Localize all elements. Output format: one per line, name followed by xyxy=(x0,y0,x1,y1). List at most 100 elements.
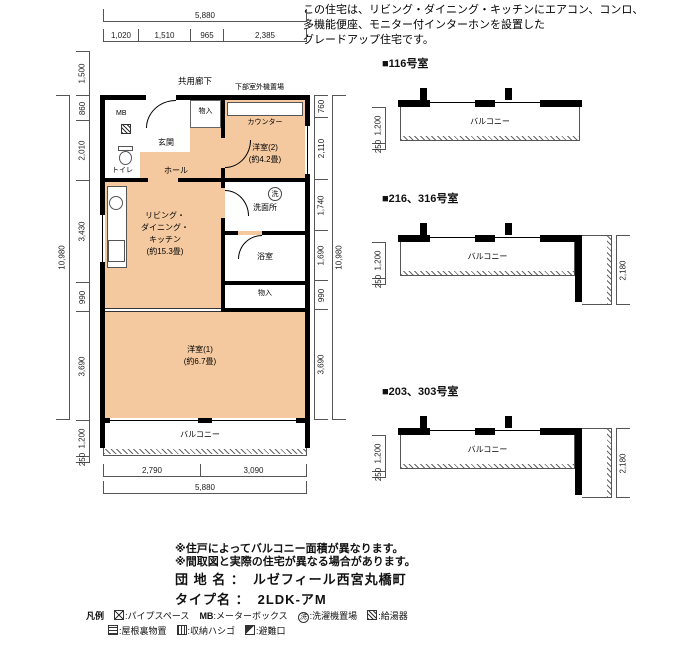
bath-label: 浴室 xyxy=(257,252,273,261)
dim-label: 990 xyxy=(78,290,88,304)
unit-exterior-wall xyxy=(398,100,582,107)
legend-item-storage-ladder: :収納ハシゴ xyxy=(176,624,236,637)
balcony-sliding-door xyxy=(110,418,198,423)
legend-item-water-heater: :給湯器 xyxy=(367,609,408,622)
dim-segment: 2,790 xyxy=(103,464,200,477)
dim-segment: 2,110 xyxy=(314,117,328,179)
legend-label: :収納ハシゴ xyxy=(187,626,236,636)
unit-corner-wall xyxy=(575,428,582,495)
dim-segment: 1,020 xyxy=(103,29,138,42)
mb-label: MB xyxy=(116,110,127,117)
dim-segment: 1,200 xyxy=(372,242,386,278)
legend-item-escape-hatch: :避難口 xyxy=(245,624,286,637)
storage-mid-area xyxy=(225,285,305,308)
sliding-partition xyxy=(105,308,221,312)
header-note-line: この住宅は、リビング・ダイニング・キッチンにエアコン、コンロ、 xyxy=(303,4,644,16)
legend-title: 凡例 xyxy=(86,611,105,622)
wall-segment xyxy=(100,262,105,423)
unit-balcony-label: バルコニー xyxy=(467,252,508,261)
dim-segment: 2,180 xyxy=(616,235,630,305)
dim-label: 3,690 xyxy=(78,355,87,377)
wall-segment xyxy=(100,418,110,423)
unit-dim-chain: 1,200 250 xyxy=(372,435,386,481)
unit-dim-chain: 1,200 250 xyxy=(372,107,386,153)
window xyxy=(430,100,475,107)
unit-diagram-203-303: ■203、303号室 バルコニー 1,200 250 2,180 xyxy=(370,383,665,513)
toilet-label: トイレ xyxy=(112,167,133,174)
balcony-railing-hatch xyxy=(104,449,306,454)
unit-balcony-label: バルコニー xyxy=(470,117,510,126)
escape-hatch-icon xyxy=(245,625,256,635)
wall-segment xyxy=(305,174,310,423)
wall-segment xyxy=(105,178,148,182)
storage-top-label: 物入 xyxy=(198,108,213,115)
dim-chain-bottom-total: 5,880 xyxy=(103,481,307,494)
stove-icon xyxy=(108,240,125,262)
header-note-line: 多機能便座、モニター付インターホンを設置した xyxy=(303,19,545,31)
dim-label: 1,200 xyxy=(78,428,87,449)
dim-label: 2,385 xyxy=(254,31,276,40)
dim-segment: 250 xyxy=(372,468,386,481)
bedroom1-name: 洋室(1) xyxy=(187,345,213,354)
window xyxy=(430,235,475,242)
dim-segment: 1,200 xyxy=(76,420,90,456)
party-wall-stub xyxy=(420,223,427,235)
dim-segment: 5,880 xyxy=(103,481,307,494)
wall-segment xyxy=(221,168,225,188)
dim-label: 1,200 xyxy=(374,250,383,271)
window xyxy=(495,100,540,107)
unit-railing-hatch xyxy=(607,236,611,304)
wall-segment xyxy=(225,308,310,312)
wall-segment xyxy=(198,418,212,423)
ldk-line: リビング・ xyxy=(145,211,185,220)
unit-dim-chain-side: 2,180 xyxy=(616,235,630,305)
dim-segment: 1,200 xyxy=(372,107,386,143)
unit-railing-hatch xyxy=(607,429,611,497)
attic-storage-icon xyxy=(108,625,118,635)
wall-segment xyxy=(221,100,225,138)
dim-label: 1,690 xyxy=(317,245,326,266)
dim-chain-top-segments: 1,020 1,510 965 2,385 xyxy=(103,29,307,42)
dim-label: 250 xyxy=(374,274,384,289)
bedroom1-label: 洋室(1) (約6.7畳) xyxy=(148,344,252,368)
wall-segment xyxy=(225,231,238,235)
window xyxy=(305,126,310,174)
header-note-line: グレードアップ住宅です。 xyxy=(303,34,434,46)
wall-segment xyxy=(305,95,310,126)
legend-item-attic-storage: :屋根裏物置 xyxy=(108,624,167,637)
dim-segment: 1,740 xyxy=(314,179,328,230)
type-name: 2LDK-アM xyxy=(257,592,327,607)
dim-segment: 10,980 xyxy=(56,95,70,420)
balcony-side-wall xyxy=(100,423,105,448)
hall-label: ホール xyxy=(164,166,188,175)
toilet-bowl-icon xyxy=(119,151,132,165)
dim-chain-right-segments: 760 2,110 1,740 1,690 990 3,690 xyxy=(314,95,328,420)
unit-railing-hatch xyxy=(401,464,574,468)
washer-legend-icon: 洗 xyxy=(297,611,309,623)
unit-balcony-label: バルコニー xyxy=(467,445,508,454)
dim-label: 3,690 xyxy=(317,354,326,375)
ldk-line: キッチン xyxy=(149,235,181,244)
balcony-sliding-door xyxy=(212,418,296,423)
outdoor-unit-note: 下部室外機置場 xyxy=(235,84,284,91)
washer-label: 洗 xyxy=(271,191,279,198)
dim-segment: 250 xyxy=(372,140,386,153)
window xyxy=(100,215,105,262)
ldk-area: (約15.3畳) xyxy=(146,247,184,256)
dim-label: 1,500 xyxy=(78,63,87,84)
dim-label: 2,180 xyxy=(619,452,628,474)
legend-label: :メーターボックス xyxy=(213,611,288,622)
dim-label: 250 xyxy=(78,452,88,467)
unit-title: ■203、303号室 xyxy=(382,386,459,398)
unit-balcony-outline xyxy=(400,107,580,141)
window xyxy=(495,428,540,435)
unit-railing-hatch xyxy=(401,136,579,140)
dim-segment: 1,690 xyxy=(314,230,328,280)
type-name-row: タイプ名 ：2LDK-アM xyxy=(175,589,327,608)
unit-balcony-extension xyxy=(582,428,612,498)
window xyxy=(495,235,540,242)
dim-label: 990 xyxy=(317,288,327,302)
dim-chain-left-outer: 10,980 xyxy=(56,95,70,420)
unit-corner-wall xyxy=(575,235,582,302)
washroom-label: 洗面所 xyxy=(253,203,277,212)
